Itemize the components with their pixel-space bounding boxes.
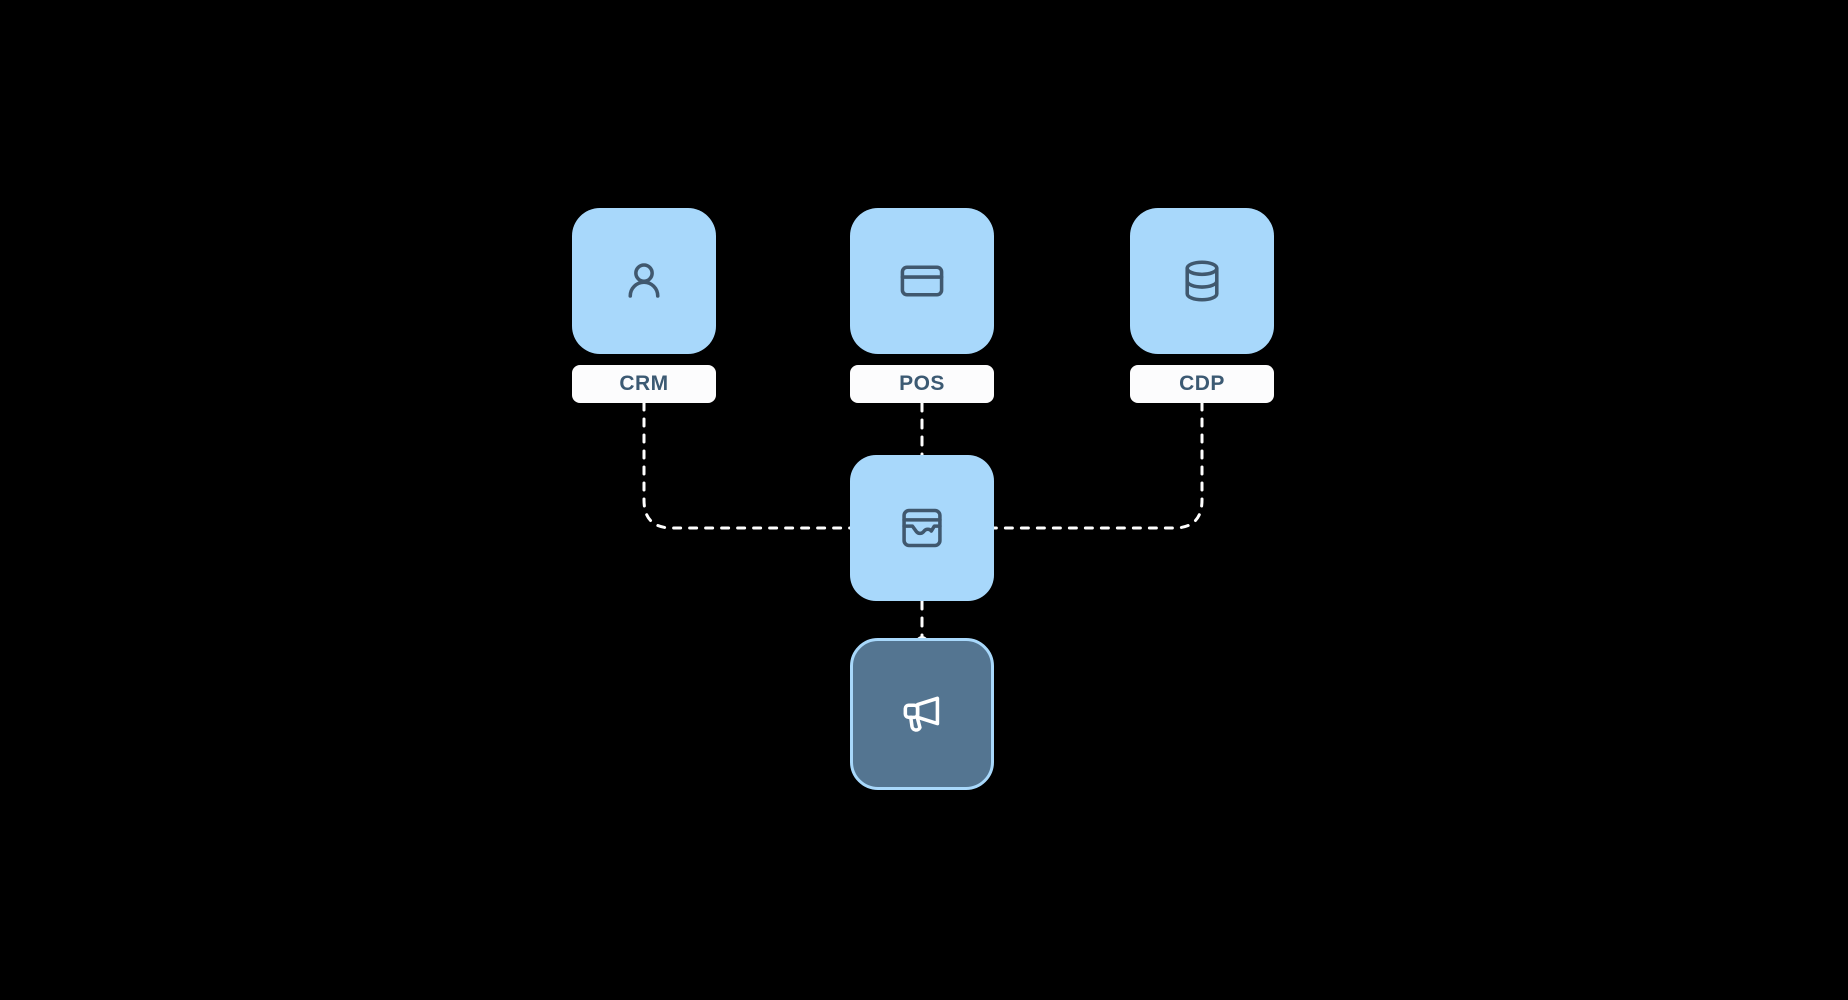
label-pill-pos: POS [850, 365, 994, 403]
node-campaign[interactable] [850, 638, 994, 790]
edge-cdp-to-hub [992, 401, 1204, 530]
label-pill-cdp: CDP [1130, 365, 1274, 403]
user-icon [619, 256, 669, 306]
node-label-crm: CRM [619, 372, 669, 395]
inbox-icon [897, 503, 947, 553]
node-label-cdp: CDP [1179, 372, 1225, 395]
node-hub[interactable] [850, 455, 994, 601]
credit-card-icon [897, 256, 947, 306]
edge-crm-to-hub [642, 401, 852, 530]
node-label-pos: POS [899, 372, 945, 395]
megaphone-icon [897, 689, 947, 739]
node-cdp[interactable] [1130, 208, 1274, 354]
label-pill-crm: CRM [572, 365, 716, 403]
node-crm[interactable] [572, 208, 716, 354]
database-icon [1177, 256, 1227, 306]
node-pos[interactable] [850, 208, 994, 354]
